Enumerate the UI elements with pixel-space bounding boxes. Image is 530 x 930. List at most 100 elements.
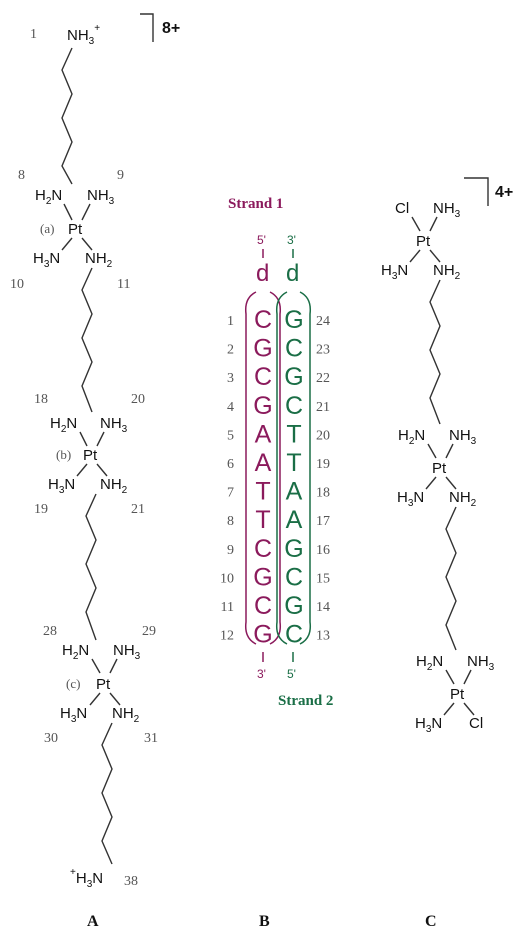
bond-cb1: [445, 669, 455, 685]
bond-cm3: [425, 476, 437, 490]
strand-2-position-number: 21: [316, 400, 330, 415]
strand-2-position-number: 23: [316, 343, 330, 358]
bond-ct1: [411, 216, 421, 232]
ligand-cl-top: Cl: [395, 200, 409, 217]
terminal-ammonium-bottom: +H3N: [70, 867, 103, 890]
ligand-h2n-c: H2N: [62, 642, 89, 662]
atom-number-30: 30: [44, 731, 58, 746]
strand-2-base: A: [286, 478, 303, 506]
ligand-h3n-bottom: H3N: [415, 715, 442, 735]
strand-1-base: C: [254, 592, 272, 620]
strand-1-3prime-bottom: 3': [257, 667, 266, 681]
strand-2-base: C: [285, 621, 303, 649]
bond-a4: [81, 237, 93, 251]
diamine-linker-c1: [429, 279, 441, 425]
strand-2-3prime-top: 3': [287, 233, 296, 247]
bond-a1: [63, 203, 73, 221]
charge-bracket-a: [140, 13, 154, 42]
bond-ct2: [429, 216, 438, 232]
strand-2-paren-left: [275, 291, 288, 645]
strand-2-position-number: 20: [316, 428, 330, 443]
strand-2-deoxy-prefix: d: [286, 260, 299, 287]
strand-2-position-number: 24: [316, 314, 330, 329]
platinum-a: Pt: [68, 221, 83, 238]
bond-ct4: [429, 249, 441, 263]
strand-2-base: C: [285, 335, 303, 363]
atom-number-19: 19: [34, 502, 48, 517]
strand-1-base: C: [254, 306, 272, 334]
strand-1-position-number: 8: [227, 514, 234, 529]
panel-a-bbr3464: 8+ 1 NH3+ 8 9 H2N NH3 (a) Pt H3N NH2 10 …: [10, 13, 180, 930]
strand-2-base: G: [284, 306, 303, 334]
platinum-b: Pt: [83, 447, 98, 464]
charge-c: 4+: [495, 184, 513, 201]
bond-b1: [79, 431, 88, 447]
strand-2-base: G: [284, 592, 303, 620]
ligand-cl-bottom: Cl: [469, 715, 483, 732]
strand-1-paren-left: [244, 291, 257, 645]
strand-1-base: A: [255, 449, 272, 477]
panel-label-a: A: [87, 913, 99, 930]
strand-1-position-number: 12: [220, 629, 234, 644]
strand-2-position-number: 15: [316, 571, 330, 586]
strand-2-base: C: [285, 392, 303, 420]
ligand-nh2-middle: NH2: [449, 489, 477, 509]
strand-1-base: G: [253, 563, 272, 591]
strand-1-base: A: [255, 420, 272, 448]
diamine-linker-c2: [445, 506, 457, 651]
strand-1-position-number: 10: [220, 571, 234, 586]
strand-2-position-number: 14: [316, 600, 330, 615]
atom-number-29: 29: [142, 624, 156, 639]
strand-1-position-number: 6: [227, 457, 234, 472]
bond-b3: [76, 463, 88, 477]
bond-cb4: [463, 702, 475, 716]
ligand-h3n-c: H3N: [60, 705, 87, 725]
bond-cm2: [445, 443, 454, 459]
strand-2-base: T: [286, 420, 301, 448]
bond-b2: [96, 431, 105, 447]
strand-1-base: C: [254, 535, 272, 563]
bond-c4: [109, 692, 121, 706]
strand-1-base: G: [253, 392, 272, 420]
bond-cb2: [463, 669, 472, 685]
bond-c3: [89, 692, 101, 706]
strand-2-base: A: [286, 506, 303, 534]
atom-number-38: 38: [124, 874, 138, 889]
ligand-nh2-c: NH2: [112, 705, 140, 725]
ligand-h2n-b: H2N: [50, 415, 77, 435]
ligand-nh3-c: NH3: [113, 642, 141, 662]
atom-number-20: 20: [131, 392, 145, 407]
pt-label-c: (c): [66, 676, 80, 691]
strand-1-position-number: 9: [227, 543, 234, 558]
strand-2-5prime-bottom: 5': [287, 667, 296, 681]
ligand-nh3-b: NH3: [100, 415, 128, 435]
ligand-h3n-top: H3N: [381, 262, 408, 282]
strand-1-paren-right: [269, 291, 282, 645]
platinum-middle: Pt: [432, 460, 447, 477]
ligand-nh3-bottom: NH3: [467, 653, 495, 673]
ligand-h3n-a: H3N: [33, 250, 60, 270]
ligand-nh2-b: NH2: [100, 476, 128, 496]
strand-1-base: G: [253, 621, 272, 649]
atom-number-21: 21: [131, 502, 145, 517]
ligand-h2n-a: H2N: [35, 187, 62, 207]
platinum-top: Pt: [416, 233, 431, 250]
panel-label-c: C: [425, 913, 437, 930]
bond-c2: [109, 658, 118, 674]
ligand-nh2-a: NH2: [85, 250, 113, 270]
strand-1-label: Strand 1: [228, 196, 283, 212]
strand-1-position-number: 1: [227, 314, 234, 329]
strand-2-paren-right: [299, 291, 312, 645]
diamine-linker-2: [81, 267, 93, 413]
terminal-ammonium-top: NH3+: [67, 23, 100, 47]
atom-number-31: 31: [144, 731, 158, 746]
strand-1-position-number: 4: [227, 400, 234, 415]
ligand-nh2-top: NH2: [433, 262, 461, 282]
bond-a2: [81, 203, 91, 221]
strand-2-position-number: 22: [316, 371, 330, 386]
strand-2-position-number: 19: [316, 457, 330, 472]
panel-label-b: B: [259, 913, 270, 930]
atom-number-9: 9: [117, 168, 124, 183]
